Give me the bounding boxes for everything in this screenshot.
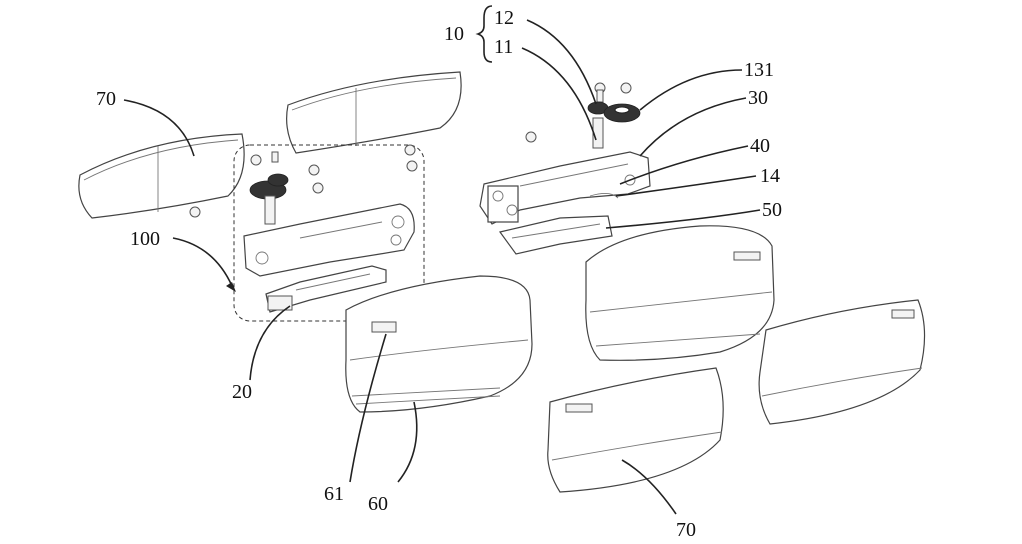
gear-131 [603, 103, 641, 123]
cover-plate-right [758, 299, 926, 425]
label-12: 12 [494, 7, 514, 29]
label-11: 11 [494, 36, 513, 58]
mirror-housing-right [585, 225, 775, 361]
label-131: 131 [744, 59, 774, 81]
label-30: 30 [748, 87, 768, 109]
label-61: 61 [324, 483, 344, 505]
bracket-arm [243, 203, 415, 277]
label-20: 20 [232, 381, 252, 403]
gear-pair [249, 173, 289, 225]
label-70-top: 70 [96, 88, 116, 110]
label-100: 100 [130, 228, 160, 250]
mirror-housing-left [345, 275, 533, 413]
mirror-glass-center [286, 71, 462, 154]
label-40: 40 [750, 135, 770, 157]
label-14: 14 [760, 165, 780, 187]
label-70-bottom: 70 [676, 519, 696, 541]
mark-61 [371, 321, 397, 333]
label-50: 50 [762, 199, 782, 221]
reference-labels: 70 100 20 10 12 11 131 30 40 14 50 61 60… [96, 7, 782, 541]
cover-plate-bottom [547, 367, 724, 493]
mirror-glass-left [78, 133, 245, 219]
leader-lines [123, 5, 761, 515]
label-60: 60 [368, 493, 388, 515]
slider-block [265, 265, 387, 313]
screws [189, 144, 418, 218]
actuator-assembly-boxed [189, 144, 425, 322]
label-10: 10 [444, 23, 464, 45]
actuator-assembly-right [479, 82, 651, 255]
